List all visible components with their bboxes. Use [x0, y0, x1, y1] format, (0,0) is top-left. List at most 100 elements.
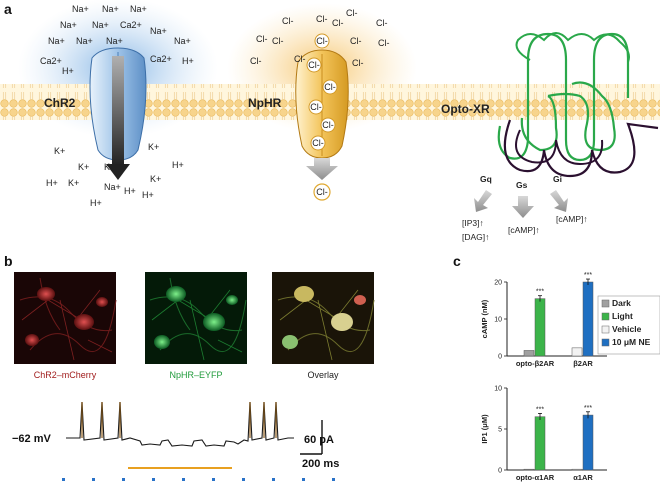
- ion-label: Cl-: [316, 14, 328, 24]
- ion-label: H+: [142, 190, 154, 200]
- blue-pulse: [272, 478, 275, 481]
- gprotein-pathways: Gq Gs Gi [IP3]↑ [DAG]↑ [cAMP]↑ [cAMP]↑: [462, 174, 588, 242]
- y-tick-label: 5: [498, 427, 502, 434]
- output-dag: [DAG]↑: [462, 232, 489, 242]
- optoxr-label: Opto-XR: [441, 102, 490, 116]
- legend-swatch: [601, 312, 610, 321]
- chr2-extracellular-ions: Na+Na+Na+Na+Ca2+Na+Na+Na+Na+Na+Na+Ca2+Ca…: [40, 4, 194, 76]
- ion-label: H+: [90, 198, 102, 208]
- ion-label: Na+: [48, 36, 65, 46]
- image-overlay: [272, 272, 375, 364]
- blue-pulse: [212, 478, 215, 481]
- significance-mark: ***: [536, 406, 544, 413]
- image-nphr-eyfp: [145, 272, 247, 364]
- chr2-flux-arrow: [112, 56, 124, 166]
- channel-ion-circle: [308, 99, 324, 115]
- ion-label: Na+: [92, 20, 109, 30]
- ion-label: Na+: [106, 36, 123, 46]
- ion-label: Ca2+: [120, 20, 142, 30]
- blue-light-pulses: [62, 478, 335, 481]
- legend-swatch: [601, 325, 610, 334]
- scale-bar: [300, 420, 323, 455]
- blue-pulse: [122, 478, 125, 481]
- category-label: α1AR: [573, 473, 593, 482]
- ion-label: Na+: [102, 4, 119, 14]
- ion-label: H+: [46, 178, 58, 188]
- caption-overlay: Overlay: [307, 370, 339, 380]
- blue-pulse: [62, 478, 65, 481]
- chr2-channel: [89, 47, 147, 180]
- ion-label: Cl-: [346, 8, 358, 18]
- ion-label: Cl-: [350, 36, 362, 46]
- ion-label: Cl-: [272, 36, 284, 46]
- ion-label: K+: [78, 162, 89, 172]
- channel-ion-circle: [314, 33, 330, 49]
- nphr-label: NpHR: [248, 96, 282, 110]
- y-tick-label: 0: [498, 468, 502, 475]
- channel-ion-circle: [306, 57, 322, 73]
- output-camp-gs: [cAMP]↑: [508, 225, 540, 235]
- significance-mark: ***: [536, 289, 544, 296]
- chr2-label: ChR2: [44, 96, 76, 110]
- ion-label: Na+: [174, 36, 191, 46]
- ion-label: Na+: [76, 36, 93, 46]
- nphr-flux-arrow: [306, 158, 338, 180]
- ion-label: H+: [62, 66, 74, 76]
- ion-label: Na+: [130, 4, 147, 14]
- ion-label: Na+: [150, 26, 167, 36]
- category-label: β2AR: [573, 359, 593, 368]
- nphr-released-ion: Cl-: [313, 183, 331, 201]
- channel-ion-label: Cl-: [308, 60, 320, 70]
- ion-label: Cl-: [332, 18, 344, 28]
- ion-label: Cl-: [294, 54, 306, 64]
- y-axis-label: IP1 (μM): [480, 414, 489, 444]
- channel-ion-circle: [320, 117, 336, 133]
- ion-label: Cl-: [378, 38, 390, 48]
- bar: [582, 281, 594, 357]
- significance-mark: ***: [584, 272, 592, 279]
- panel-b-label: b: [4, 253, 13, 269]
- bar: [534, 298, 546, 357]
- resting-voltage-label: −62 mV: [12, 433, 51, 445]
- ion-label: Cl-: [352, 58, 364, 68]
- panel-a-label: a: [4, 1, 12, 17]
- nphr-extracellular-ions: Cl-Cl-Cl-Cl-Cl-Cl-Cl-Cl-Cl-Cl-Cl-Cl-: [250, 8, 390, 68]
- gi-arrow: [550, 190, 568, 212]
- blue-pulse: [332, 478, 335, 481]
- category-label: opto-α1AR: [516, 473, 555, 482]
- ion-label: Cl-: [256, 34, 268, 44]
- output-ip3: [IP3]↑: [462, 218, 484, 228]
- ion-label: Na+: [60, 20, 77, 30]
- chr2-intracellular-ions: K+K+K+K+K+H+H+K+H+H+Na+H+: [46, 142, 184, 208]
- y-tick-label: 0: [498, 354, 502, 361]
- blue-pulse: [152, 478, 155, 481]
- legend-swatch: [601, 299, 610, 308]
- ion-label: H+: [182, 56, 194, 66]
- channel-ion-label: Cl-: [324, 82, 336, 92]
- bar: [523, 468, 535, 471]
- nphr-channel-ions: Cl-Cl-Cl-Cl-Cl-Cl-: [306, 33, 338, 151]
- pathway-gq: Gq: [480, 174, 492, 184]
- ion-label: Na+: [104, 182, 121, 192]
- optoxr-receptor: [497, 32, 659, 178]
- bar: [582, 414, 594, 471]
- blue-pulse: [182, 478, 185, 481]
- legend-label: Vehicle: [612, 324, 642, 334]
- voltage-trace: [66, 401, 294, 447]
- ion-label: H+: [124, 186, 136, 196]
- panel-b: b ChR2–mCherry NpHR–EYFP: [4, 253, 375, 481]
- nphr-pump: [295, 49, 349, 180]
- gs-arrow: [512, 196, 534, 218]
- caption-nphr-eyfp: NpHR–EYFP: [169, 370, 222, 380]
- svg-text:Cl-: Cl-: [316, 187, 328, 197]
- ion-label: K+: [68, 178, 79, 188]
- blue-pulse: [302, 478, 305, 481]
- ion-label: K+: [54, 146, 65, 156]
- bar: [534, 416, 546, 471]
- ion-label: Na+: [72, 4, 89, 14]
- pathway-gi: Gi: [553, 174, 562, 184]
- bar: [523, 350, 535, 357]
- channel-ion-label: Cl-: [322, 120, 334, 130]
